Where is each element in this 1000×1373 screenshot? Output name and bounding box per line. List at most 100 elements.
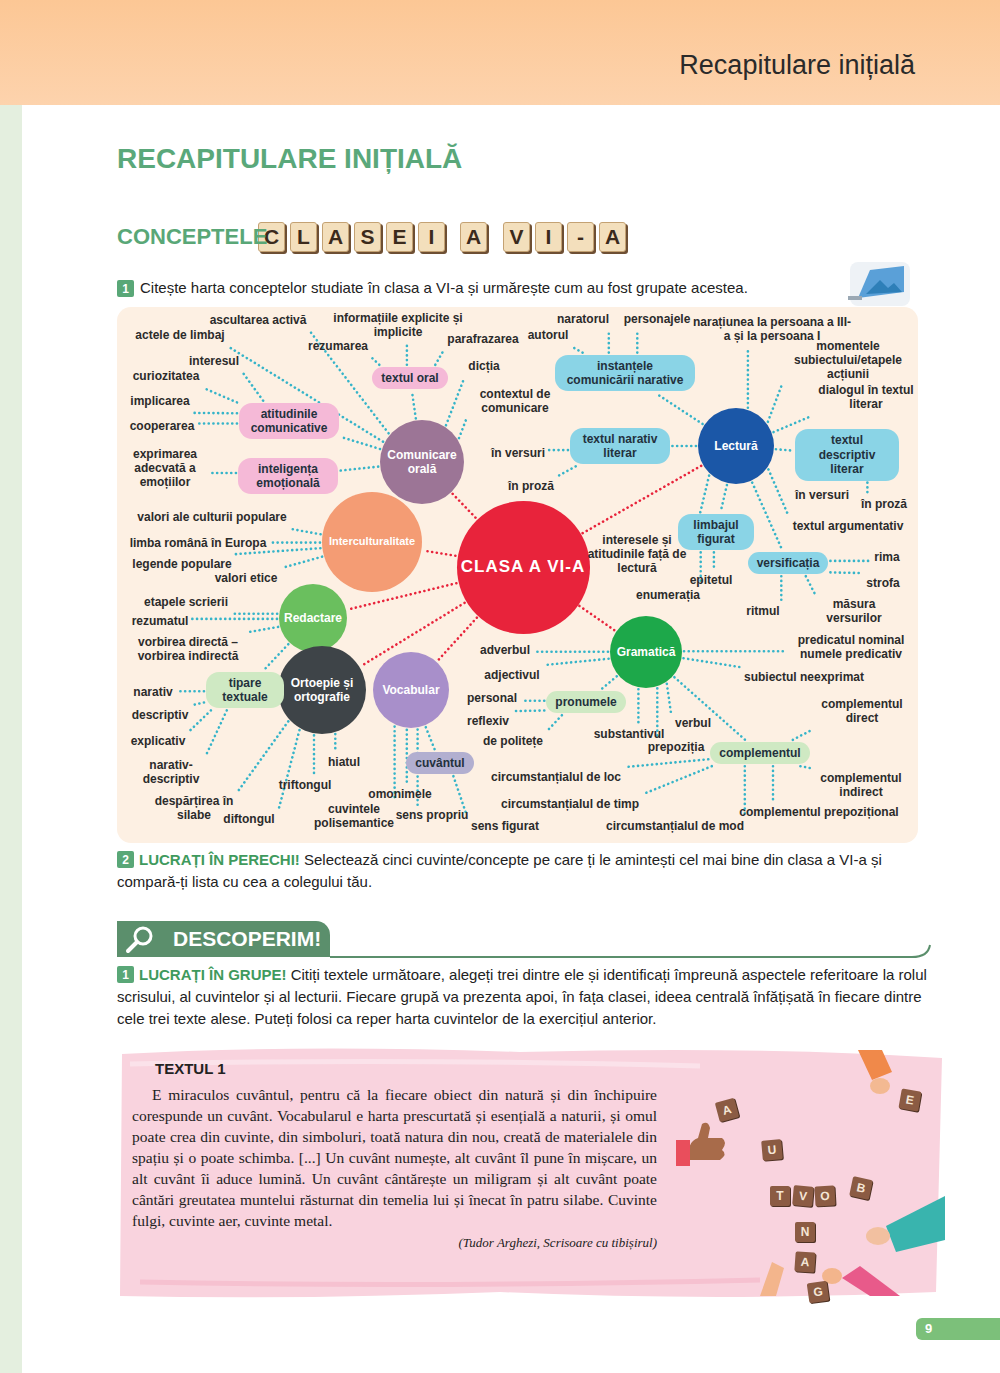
leader-line [406,344,409,365]
letter-tile: I [418,222,445,252]
letter-tile: A [715,1098,739,1122]
leader-line [830,560,870,563]
leader-line [372,358,379,365]
letter-tile: - [567,222,594,252]
leader-line [334,734,337,752]
concept-label: diftongul [223,813,274,827]
concept-label: despărțirea în silabe [154,795,234,823]
concept-label: valori etice [215,572,278,586]
concept-label: adjectivul [484,669,539,683]
header-band: Recapitulare inițială [0,0,1000,105]
concept-label: legende populare [132,558,231,572]
concept-label: reflexiv [467,715,509,729]
decor-shape [140,1280,760,1285]
concept-label: complementul direct [816,698,908,726]
leader-line [446,378,464,425]
leader-line [281,557,322,568]
node-text: V [509,225,523,249]
concept-label: limba română în Europa [130,537,267,551]
concept-label: substantivul [594,728,665,742]
concept-pill: inteligența emoțională [238,458,338,495]
concept-circle: Comunicare orală [380,420,464,504]
leader-line [189,710,211,731]
instruction-lead: LUCRAȚI ÎN GRUPE! [139,966,287,983]
node-text: Comunicare orală [380,448,464,477]
decor-shape [870,1078,890,1094]
concept-pill: textul descriptiv literar [795,429,899,480]
page-number: 9 [916,1318,1000,1340]
node-text: textul descriptiv literar [804,433,890,476]
concept-label: dicția [468,360,499,374]
text-source: (Tudor Arghezi, Scrisoare cu tibișirul) [132,1235,657,1251]
concept-label: enumerația [636,589,700,603]
leader-line [291,529,321,534]
concept-label: în proză [508,480,554,494]
letter-tile: G [807,1281,830,1304]
node-text: T [776,1189,783,1203]
node-text: Recapitulare inițială [679,50,915,81]
text-body: E miraculos cuvântul, pentru că la fieca… [132,1084,657,1231]
concept-label: narativ- descriptiv [140,759,202,787]
section-heading: CONCEPTELE [117,224,267,250]
leader-line [513,709,544,712]
leader-line [684,650,783,653]
instruction-text: Citește harta conceptelor studiate în cl… [140,279,930,296]
letter-tile: L [290,222,317,252]
node-text: - [577,225,584,249]
concept-label: contextul de comunicare [470,388,560,416]
letter-tile: V [503,222,530,252]
letter-tile: S [354,222,381,252]
concept-label: implicarea [130,395,189,409]
node-text: I [546,225,552,249]
concept-label: triftongul [279,779,332,793]
concept-label: predicatul nominal numele predicativ [787,634,915,662]
leader-line [800,766,811,768]
concept-label: rima [874,551,899,565]
concept-label: sens propriu [396,809,469,823]
concept-circle: Vocabular [373,652,449,728]
concept-pill: textul narativ literar [570,428,670,465]
text-excerpt: TEXTUL 1E miraculos cuvântul, pentru că … [117,1050,940,1298]
instruction-paragraph: LUCRAȚI ÎN PERECHI! Selectează cinci cuv… [117,849,917,893]
concept-circle: Ortoepie și ortografie [278,646,366,734]
letter-tile: T [770,1186,790,1206]
node-text: G [812,1284,823,1299]
node-text: E [392,225,406,249]
page-title: RECAPITULARE INIȚIALĂ [117,143,462,175]
leader-line [279,730,300,809]
node-text: I [429,225,435,249]
magnifier-icon [124,924,158,954]
node-text: versificația [757,556,820,570]
dotted-connector [656,393,703,424]
node-text: inteligența emoțională [247,462,329,491]
concept-label: dialogul în textul literar [816,384,916,412]
leader-line [177,690,204,693]
letter-tile: O [814,1185,835,1206]
dotted-connector [674,677,745,740]
node-text: E [905,1092,915,1107]
concept-label: rezumarea [308,340,368,354]
node-text: textul narativ literar [579,432,661,461]
leader-line [768,386,782,422]
concept-circle: Lectură [698,408,774,484]
letter-tile: V [792,1185,814,1207]
dotted-connector [426,727,435,750]
concept-label: valori ale culturii populare [137,511,286,525]
leader-line [192,618,277,621]
concept-label: interesele și atitudinile față de lectur… [582,534,692,575]
concept-label: de politețe [483,735,543,749]
node-text: 1 [122,282,129,296]
map-panel [117,307,918,843]
node-text: CLASA A VI-A [461,557,585,577]
leader-line [643,766,712,794]
node-text: limbajul figurat [687,518,745,547]
leader-line [547,715,562,731]
leader-line [637,689,640,724]
decor-shape [676,1140,690,1166]
concept-label: subiectul neexprimat [744,671,864,685]
node-text: complementul [719,746,800,760]
node-text: V [798,1189,807,1204]
concept-label: momentele subiectului/etapele acțiunii [786,340,911,381]
node-text: A [605,225,620,249]
